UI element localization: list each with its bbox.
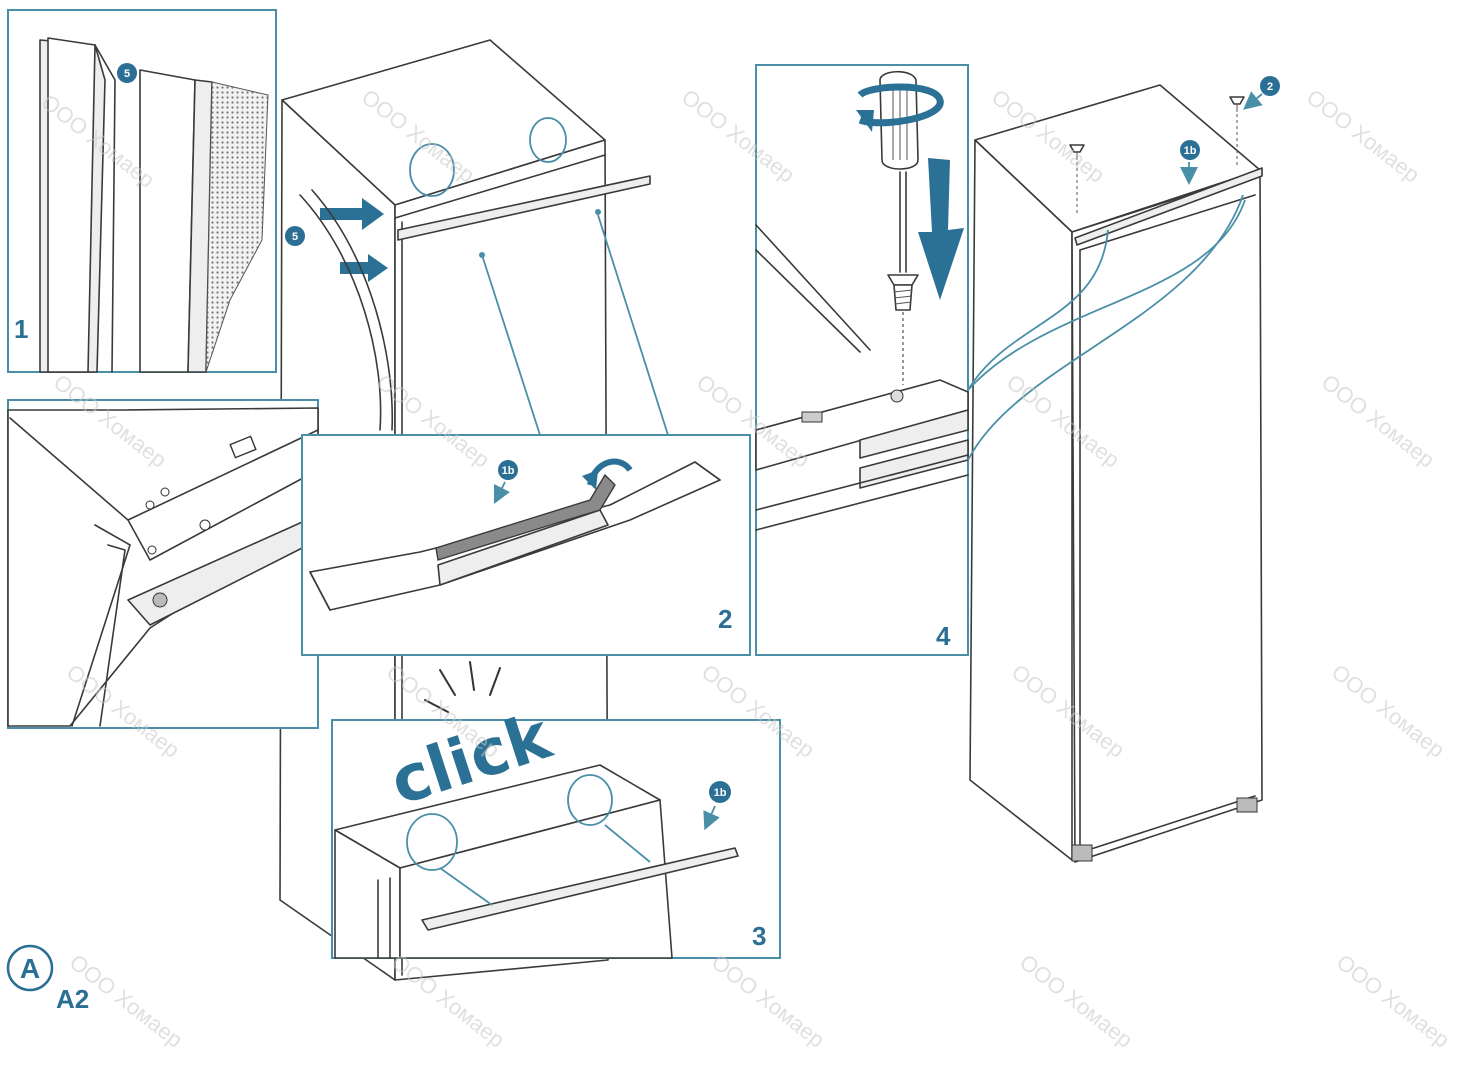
bracket-badge-inset2: 1b	[498, 460, 518, 480]
seal-badge-inset: 5	[117, 63, 137, 83]
svg-text:5: 5	[124, 68, 130, 80]
step-4-label: 4	[936, 621, 951, 651]
screw-icon-right	[1229, 96, 1245, 168]
bracket-badge-right: 1b	[1180, 140, 1200, 160]
watermark-text: ООО Хомаер	[1302, 84, 1425, 187]
watermark-text: ООО Хомаер	[1317, 369, 1440, 472]
inset-corner-detail	[7, 399, 319, 729]
inset-step-3: click 1b 3	[331, 661, 781, 959]
step-3-label: 3	[752, 921, 766, 951]
inset-step-4: 4	[755, 64, 969, 656]
click-burst	[424, 661, 501, 713]
figure-label: A A2	[6, 944, 89, 1014]
watermark-text: ООО Хомаер	[707, 949, 830, 1052]
step-2-label: 2	[718, 604, 732, 634]
watermark-text: ООО Хомаер	[1332, 949, 1455, 1052]
right-fridge-illustration: 1b 2	[967, 76, 1280, 863]
watermark-text: ООО Хомаер	[1015, 949, 1138, 1052]
figure-letter: A	[20, 953, 40, 984]
svg-text:1b: 1b	[502, 465, 515, 477]
svg-text:1b: 1b	[1184, 145, 1197, 157]
screw-icon-left	[1069, 144, 1085, 215]
watermark-text: ООО Хомаер	[1327, 659, 1450, 762]
svg-text:5: 5	[292, 231, 298, 243]
inset-step-2: 1b 2	[301, 434, 751, 656]
screw-badge-right: 2	[1260, 76, 1280, 96]
svg-text:2: 2	[1267, 81, 1273, 93]
seal-badge: 5	[285, 226, 305, 246]
bracket-badge-inset3: 1b	[709, 781, 731, 803]
step-1-label: 1	[14, 314, 28, 344]
inset-step-1: 5 1	[7, 9, 277, 373]
figure-code: A2	[56, 984, 89, 1014]
svg-text:1b: 1b	[714, 787, 727, 799]
